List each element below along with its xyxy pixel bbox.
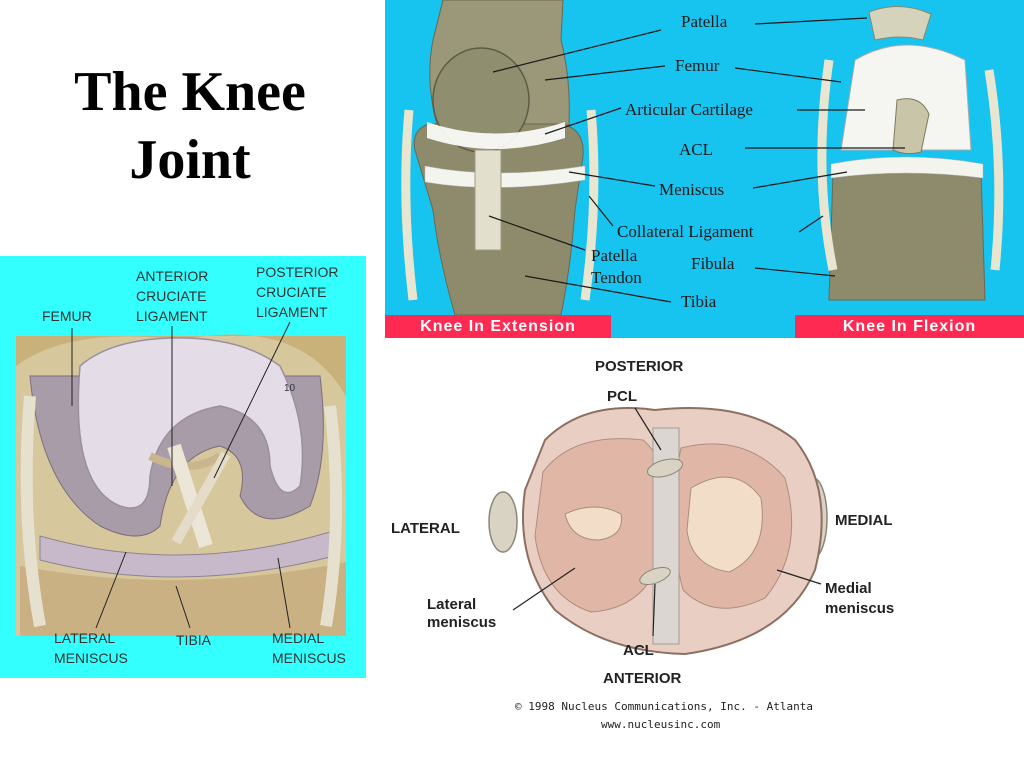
extension-knee (401, 0, 599, 316)
title-line-2: Joint (129, 129, 251, 191)
label-posterior: POSTERIOR (595, 358, 684, 375)
label-fibula: Fibula (691, 254, 735, 273)
label-medial: MEDIAL (835, 512, 893, 529)
label-medial-meniscus-line1: MEDIAL (272, 630, 325, 646)
extension-flexion-drawing (401, 0, 1004, 316)
title-line-1: The Knee (74, 61, 306, 123)
label-acl-line2: CRUCIATE (136, 288, 207, 304)
label-femur: FEMUR (42, 308, 92, 324)
label-acl-line1: ANTERIOR (136, 268, 209, 284)
label-acl: ACL (679, 140, 713, 159)
label-lateral: LATERAL (391, 520, 460, 537)
label-tibia: TIBIA (176, 632, 212, 648)
figure-number: 10 (284, 383, 296, 394)
label-pcl-line2: CRUCIATE (256, 284, 327, 300)
label-patella-tendon-line2: Tendon (591, 268, 642, 287)
extension-leader-lines (488, 17, 905, 303)
extension-flexion-illustration: Patella Femur Articular Cartilage ACL Me… (385, 0, 1024, 338)
label-femur: Femur (675, 56, 720, 75)
flexion-knee (817, 5, 1004, 301)
label-medial-meniscus-line2: MENISCUS (272, 650, 346, 666)
label-medial-meniscus-line1: Medial (825, 580, 872, 597)
tibial-plateau-drawing (488, 407, 828, 656)
label-meniscus: Meniscus (659, 180, 725, 199)
label-patella: Patella (681, 12, 728, 31)
label-patella-tendon-line1: Patella (591, 246, 638, 265)
copyright-line-1: © 1998 Nucleus Communications, Inc. - At… (515, 700, 814, 713)
band-knee-flexion: Knee In Flexion (795, 315, 1024, 338)
label-lateral-meniscus-line1: LATERAL (54, 630, 116, 646)
label-lateral-meniscus-line1: Lateral (427, 596, 477, 613)
band-knee-extension: Knee In Extension (385, 315, 611, 338)
label-medial-meniscus-line2: meniscus (825, 600, 895, 617)
label-articular-cartilage: Articular Cartilage (625, 100, 753, 119)
slide-title: The Knee Joint (20, 58, 360, 194)
label-pcl-line1: POSTERIOR (256, 264, 339, 280)
label-acl: ACL (623, 642, 654, 659)
label-lateral-meniscus-line2: meniscus (427, 614, 497, 631)
coronal-knee-drawing (16, 321, 346, 636)
coronal-knee-illustration: FEMUR ANTERIOR CRUCIATE LIGAMENT POSTERI… (0, 256, 366, 678)
label-acl-line3: LIGAMENT (136, 308, 208, 324)
label-anterior: ANTERIOR (603, 670, 682, 687)
label-tibia: Tibia (681, 292, 717, 311)
label-pcl: PCL (607, 388, 637, 405)
label-lateral-meniscus-line2: MENISCUS (54, 650, 128, 666)
label-collateral-ligament: Collateral Ligament (617, 222, 754, 241)
label-pcl-line3: LIGAMENT (256, 304, 328, 320)
tibial-plateau-illustration: POSTERIOR PCL LATERAL MEDIAL Lateral men… (385, 340, 1024, 768)
copyright-line-2: www.nucleusinc.com (601, 718, 721, 731)
